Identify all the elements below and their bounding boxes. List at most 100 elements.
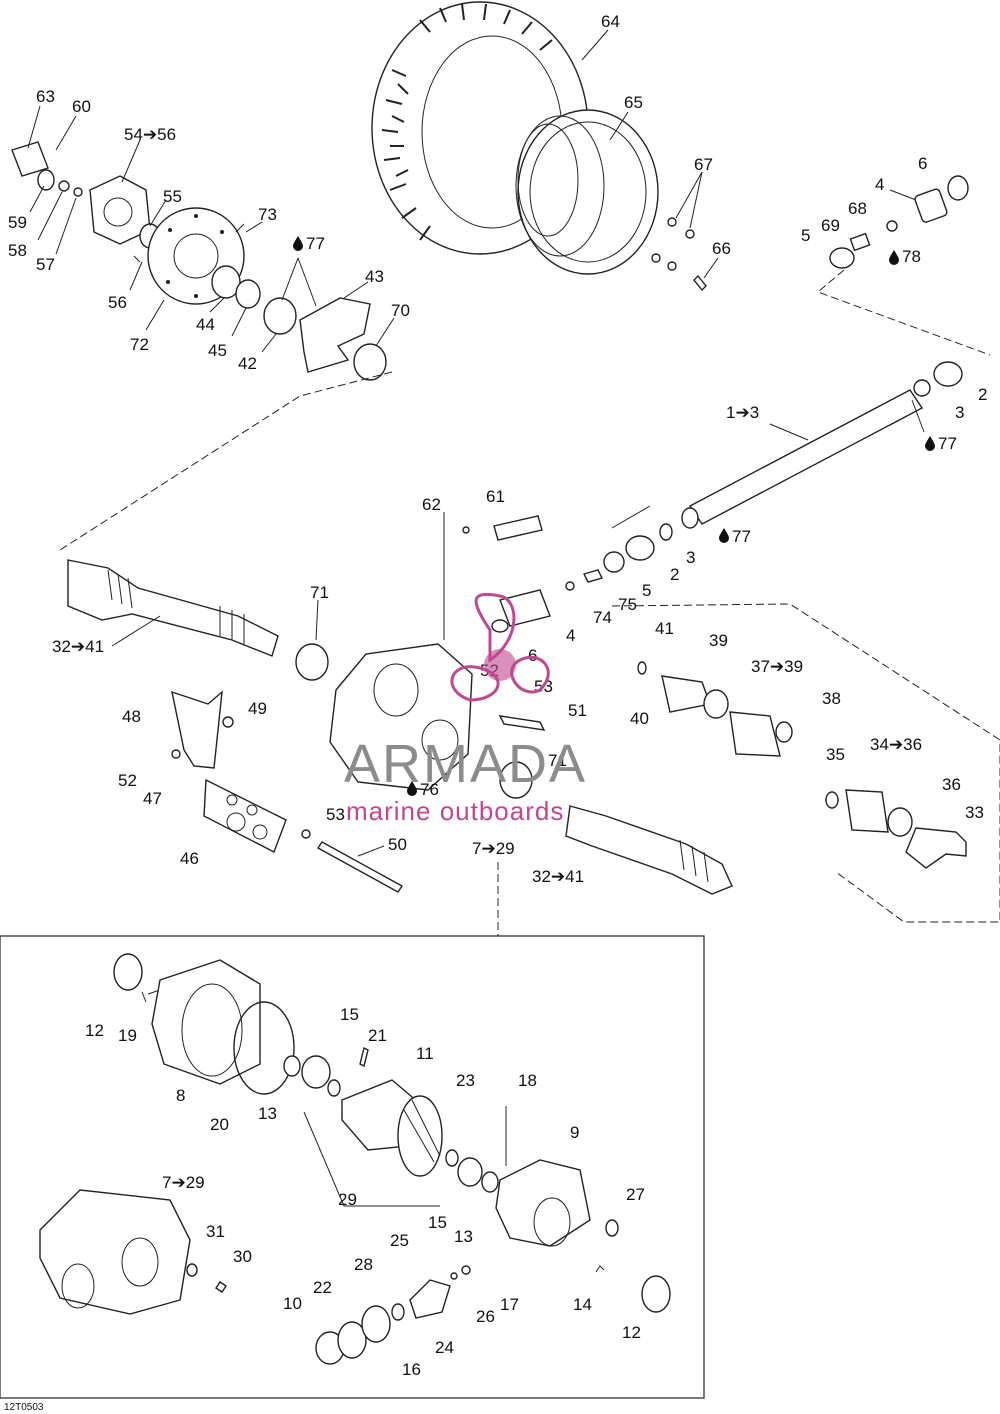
callout-12: 12 <box>85 1021 104 1040</box>
callout-68: 68 <box>848 199 867 218</box>
callout-33: 33 <box>965 803 984 822</box>
callout-78: 78 <box>902 247 921 266</box>
callout-65: 65 <box>624 93 643 112</box>
oil-drop-icon <box>889 250 899 265</box>
callout-26: 26 <box>476 1307 495 1326</box>
skid-plate-part <box>203 778 404 893</box>
diagram-code: 12T0503 <box>4 1402 44 1413</box>
oil-drop-icon <box>719 528 729 543</box>
callout-32-41b: 32➔41 <box>532 867 584 886</box>
callout-4: 4 <box>875 175 884 194</box>
callout-13: 13 <box>258 1104 277 1123</box>
callout-6b: 6 <box>528 646 537 665</box>
callout-5b: 5 <box>642 581 651 600</box>
callout-2b: 2 <box>670 565 679 584</box>
callout-64: 64 <box>601 12 620 31</box>
callout-63: 63 <box>36 87 55 106</box>
callout-61: 61 <box>486 487 505 506</box>
callout-15: 15 <box>340 1005 359 1024</box>
callout-6: 6 <box>918 154 927 173</box>
callout-20: 20 <box>210 1115 229 1134</box>
callout-41: 41 <box>655 619 674 638</box>
callout-10: 10 <box>283 1294 302 1313</box>
callout-75: 75 <box>618 595 637 614</box>
callout-44: 44 <box>196 315 215 334</box>
callout-54-56: 54➔56 <box>124 125 176 144</box>
callout-67: 67 <box>694 155 713 174</box>
callout-66: 66 <box>712 239 731 258</box>
watermark-brand: ARMADA <box>344 734 587 794</box>
callout-71: 71 <box>310 583 329 602</box>
watermark-tagline: marine outboards <box>346 796 564 826</box>
callout-73: 73 <box>258 205 277 224</box>
callout-31: 31 <box>206 1222 225 1241</box>
callout-3: 3 <box>955 403 964 422</box>
differential-exploded-inset <box>113 953 671 1313</box>
callout-29: 29 <box>338 1190 357 1209</box>
cv-axle-right-part <box>565 805 733 895</box>
callout-2: 2 <box>978 385 987 404</box>
callout-22: 22 <box>313 1278 332 1297</box>
callout-69: 69 <box>821 216 840 235</box>
rim-part <box>515 109 659 275</box>
callout-74: 74 <box>593 608 612 627</box>
callout-71b: 71 <box>548 751 567 770</box>
drive-shaft-part <box>603 361 963 573</box>
callout-43: 43 <box>365 267 384 286</box>
callout-77c: 77 <box>732 527 751 546</box>
breather-hose-part <box>462 515 604 633</box>
callout-40: 40 <box>630 709 649 728</box>
pinion-gear-parts <box>315 1265 471 1365</box>
callout-16: 16 <box>402 1360 421 1379</box>
callout-38: 38 <box>822 689 841 708</box>
callout-12b: 12 <box>622 1323 641 1342</box>
callout-56: 56 <box>108 293 127 312</box>
callout-39: 39 <box>709 631 728 650</box>
callout-4b: 4 <box>566 626 575 645</box>
callout-50: 50 <box>388 835 407 854</box>
callout-76: 76 <box>420 780 439 799</box>
callout-35: 35 <box>826 745 845 764</box>
callout-70: 70 <box>391 301 410 320</box>
callout-77b: 77 <box>938 434 957 453</box>
callout-5: 5 <box>801 226 810 245</box>
callout-23: 23 <box>456 1071 475 1090</box>
wheel-hub-assembly <box>11 141 387 381</box>
callout-45: 45 <box>208 341 227 360</box>
callout-55: 55 <box>163 187 182 206</box>
callout-7-29b: 7➔29 <box>162 1173 205 1192</box>
differential-housing-part <box>329 643 546 791</box>
cv-joint-outer-parts <box>825 789 967 869</box>
callout-3b: 3 <box>686 548 695 567</box>
callout-14: 14 <box>573 1295 592 1314</box>
callout-51: 51 <box>568 701 587 720</box>
callout-47: 47 <box>143 789 162 808</box>
callout-58: 58 <box>8 241 27 260</box>
callout-24: 24 <box>435 1338 454 1357</box>
callout-32-41: 32➔41 <box>52 637 104 656</box>
callout-37-39: 37➔39 <box>751 657 803 676</box>
callout-19: 19 <box>118 1026 137 1045</box>
upper-right-small-parts <box>829 175 969 269</box>
callout-46: 46 <box>180 849 199 868</box>
callout-1-3: 1➔3 <box>726 403 759 422</box>
watermark-logo <box>450 592 550 702</box>
callout-48: 48 <box>122 707 141 726</box>
callout-18: 18 <box>518 1071 537 1090</box>
callout-17: 17 <box>500 1295 519 1314</box>
callout-62: 62 <box>422 495 441 514</box>
callout-27: 27 <box>626 1185 645 1204</box>
callout-13b: 13 <box>454 1227 473 1246</box>
callout-77: 77 <box>306 234 325 253</box>
callout-28: 28 <box>354 1255 373 1274</box>
callout-36: 36 <box>942 775 961 794</box>
callout-60: 60 <box>72 97 91 116</box>
callout-52b: 52 <box>118 771 137 790</box>
callout-15b: 15 <box>428 1213 447 1232</box>
callout-21: 21 <box>368 1026 387 1045</box>
callout-7-29: 7➔29 <box>472 839 515 858</box>
callout-57: 57 <box>36 255 55 274</box>
oil-drop-icon <box>293 236 303 251</box>
callout-8: 8 <box>176 1086 185 1105</box>
